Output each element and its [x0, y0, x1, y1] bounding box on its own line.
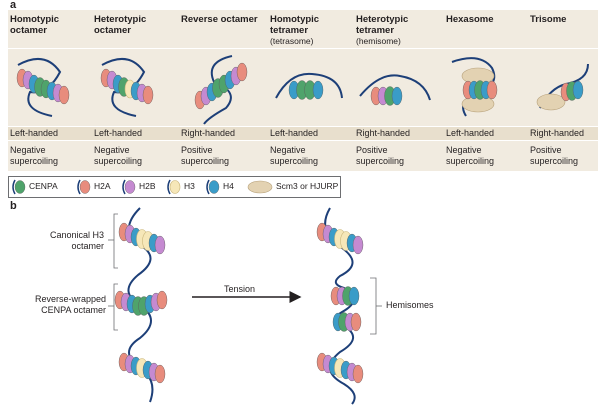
supercoiling-4: Positive supercoiling	[356, 145, 405, 166]
octamer-reverse-cenpa	[114, 290, 168, 316]
column-subtitle-tetrasome: (tetrasome)	[270, 36, 314, 46]
legend-swatch-h3	[167, 179, 181, 195]
label-canonical-h3-octamer: Canonical H3 octamer	[49, 230, 104, 251]
supercoiling-5: Negative supercoiling	[446, 145, 495, 166]
panel-b-label: b	[10, 200, 17, 212]
legend-label-cenpa: CENPA	[29, 181, 58, 191]
octamer-canonical-h3-lower	[118, 352, 166, 384]
column-title-homotypic-octamer: Homotypic octamer	[10, 14, 60, 36]
nucleosome-homotypic-octamer	[16, 57, 70, 117]
handedness-6: Right-handed	[530, 128, 585, 138]
nucleosome-reverse-octamer	[194, 55, 248, 125]
handedness-4: Right-handed	[356, 128, 411, 138]
handedness-1: Left-handed	[94, 128, 143, 138]
supercoiling-2: Positive supercoiling	[181, 145, 230, 166]
legend-label-h4: H4	[223, 181, 234, 191]
octamer-canonical-h3	[118, 222, 166, 255]
handedness-5: Left-handed	[446, 128, 495, 138]
nucleosome-heterotypic-octamer	[100, 57, 154, 117]
handedness-0: Left-handed	[10, 128, 59, 138]
column-title-hexasome: Hexasome	[446, 14, 494, 25]
column-title-homotypic-tetramer: Homotypic tetramer(tetrasome)	[270, 14, 350, 47]
hemisome-upper	[330, 286, 360, 306]
label-tension: Tension	[224, 284, 256, 294]
legend-swatch-chaperone	[247, 180, 273, 194]
nucleosome-hexasome	[451, 57, 498, 117]
legend-label-chaperone: Scm3 or HJURP	[276, 181, 339, 191]
bracket-canonical	[113, 213, 118, 269]
legend-swatches	[12, 179, 273, 195]
nucleosome-trisome	[536, 63, 589, 111]
octamer-canonical-h3-right	[316, 222, 364, 255]
octamer-canonical-h3-right-lower	[316, 352, 364, 384]
supercoiling-3: Negative supercoiling	[270, 145, 319, 166]
supercoiling-band	[8, 141, 598, 171]
column-title-heterotypic-octamer: Heterotypic octamer	[94, 14, 147, 36]
handedness-2: Right-handed	[181, 128, 236, 138]
legend-label-h2b: H2B	[139, 181, 156, 191]
handedness-3: Left-handed	[270, 128, 319, 138]
legend-label-h2a: H2A	[94, 181, 111, 191]
legend-swatch-cenpa	[12, 179, 26, 195]
nucleosome-heterotypic-tetramer	[359, 74, 431, 106]
supercoiling-6: Positive supercoiling	[530, 145, 579, 166]
chromatin-fiber-left	[114, 207, 168, 403]
header-band	[8, 10, 598, 48]
panel-a-label: a	[10, 0, 17, 11]
legend-swatch-h2b	[122, 179, 136, 195]
bracket-hemisomes	[370, 277, 377, 335]
legend-swatch-h2a	[77, 179, 91, 195]
nucleosome-homotypic-tetramer	[275, 72, 343, 100]
legend-swatch-h4	[206, 179, 220, 195]
supercoiling-1: Negative supercoiling	[94, 145, 143, 166]
supercoiling-0: Negative supercoiling	[10, 145, 59, 166]
chromatin-fiber-right	[316, 207, 364, 405]
legend-label-h3: H3	[184, 181, 195, 191]
column-subtitle-hemisome: (hemisome)	[356, 36, 401, 46]
label-reverse-cenpa-octamer: Reverse-wrapped CENPA octamer	[34, 294, 106, 315]
bracket-reverse	[113, 283, 118, 331]
legend-box: CENPA H2A H2B H3 H4 Scm3 or HJURP	[8, 176, 341, 198]
handedness-band	[8, 127, 598, 140]
label-hemisomes: Hemisomes	[386, 300, 434, 310]
hemisome-lower	[332, 312, 362, 332]
column-title-trisome: Trisome	[530, 14, 567, 25]
column-title-reverse-octamer: Reverse octamer	[181, 14, 258, 25]
column-title-heterotypic-tetramer: Heterotypic tetramer(hemisome)	[356, 14, 438, 47]
